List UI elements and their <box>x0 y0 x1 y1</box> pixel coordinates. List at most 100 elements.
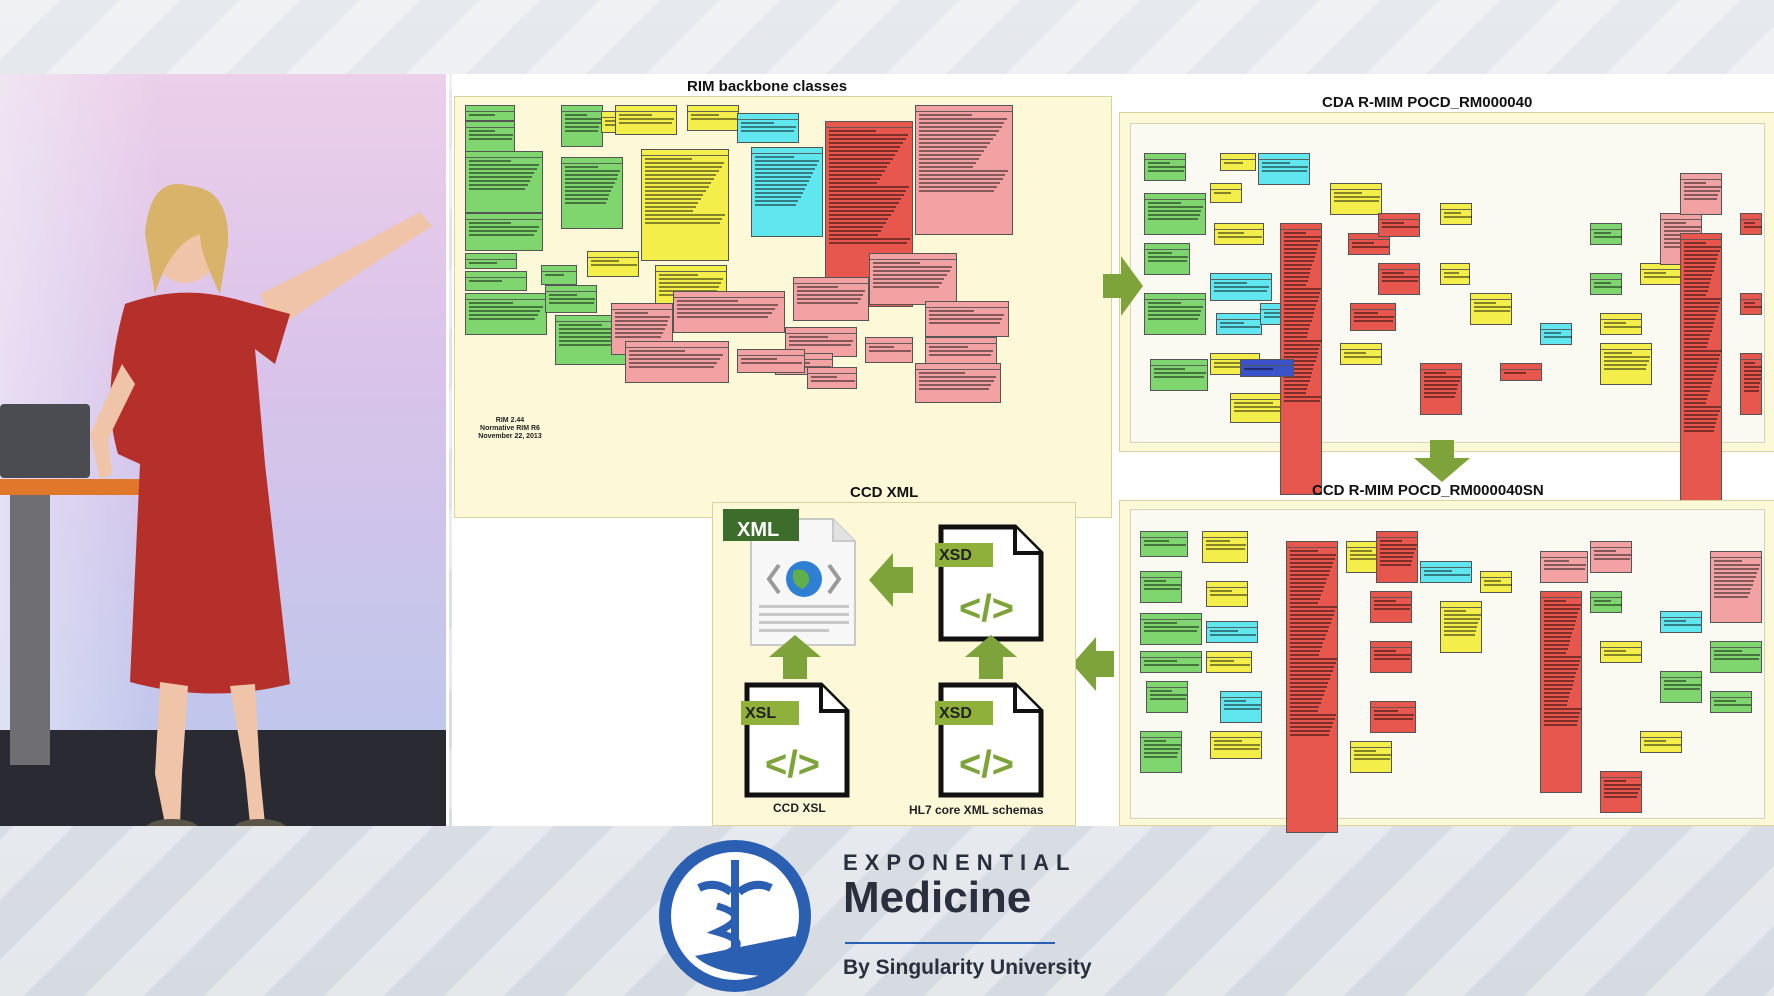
xsd-badge: XSD <box>939 547 972 564</box>
uml-class-box <box>1710 551 1762 623</box>
uml-class-box <box>1140 531 1188 557</box>
ccd-title: CCD R-MIM POCD_RM000040SN <box>1312 482 1544 499</box>
uml-class-box <box>1348 233 1390 255</box>
hl7-label: HL7 core XML schemas <box>909 803 1044 817</box>
uml-class-box <box>615 105 677 135</box>
green-arrow-icon <box>1414 440 1470 482</box>
uml-class-box <box>807 367 857 389</box>
caduceus-logo-icon <box>659 840 811 992</box>
uml-class-box <box>869 253 957 305</box>
speaker-video <box>0 74 449 826</box>
brand-sub: By Singularity University <box>843 956 1092 979</box>
uml-class-box <box>793 277 869 321</box>
uml-class-box <box>915 105 1013 235</box>
uml-class-box <box>1600 641 1642 663</box>
uml-class-box <box>1286 541 1338 833</box>
uml-class-box <box>1376 531 1418 583</box>
uml-class-box <box>1660 611 1702 633</box>
code-brackets-icon: </> <box>959 744 1014 786</box>
uml-class-box <box>1144 193 1206 235</box>
uml-class-box <box>561 157 623 229</box>
uml-class-box <box>1440 203 1472 225</box>
uml-class-box <box>1540 591 1582 793</box>
uml-class-box <box>1206 581 1248 607</box>
uml-class-box <box>1210 183 1242 203</box>
code-brackets-icon: </> <box>765 744 820 786</box>
uml-class-box <box>1600 313 1642 335</box>
rim-version: RIM 2.44 <box>495 417 525 424</box>
uml-class-box <box>1590 591 1622 613</box>
uml-class-box <box>465 105 515 121</box>
ccd-diagram <box>1119 500 1774 833</box>
xsl-badge: XSL <box>745 705 777 722</box>
podium-stand <box>10 495 50 765</box>
uml-class-box <box>1140 651 1202 673</box>
uml-class-box <box>465 293 547 335</box>
uml-class-box <box>1600 771 1642 813</box>
uml-class-box <box>611 303 673 355</box>
cda-title: CDA R-MIM POCD_RM000040 <box>1322 94 1533 111</box>
uml-class-box <box>1144 153 1186 181</box>
uml-class-box <box>545 285 597 313</box>
uml-class-box <box>1330 183 1382 215</box>
ccdxml-title: CCD XML <box>850 484 919 501</box>
uml-class-box <box>1258 153 1310 185</box>
green-arrow-icon <box>769 635 821 679</box>
uml-class-box <box>1740 213 1763 235</box>
uml-class-box <box>1660 671 1702 703</box>
uml-class-box <box>1378 213 1420 237</box>
uml-class-box <box>1740 353 1763 415</box>
uml-class-box <box>737 113 799 143</box>
uml-class-box <box>541 265 577 285</box>
uml-class-box <box>1146 681 1188 713</box>
uml-class-box <box>1206 621 1258 643</box>
green-arrow-icon <box>1103 256 1143 316</box>
xsd-file-icon: </> <box>935 524 1044 642</box>
xsd-badge-2: XSD <box>939 705 972 722</box>
rim-diagram: RIM 2.44 Normative RIM R6 November 22, 2… <box>454 96 1112 518</box>
uml-class-box <box>1350 303 1396 331</box>
uml-class-box <box>1370 641 1412 673</box>
uml-class-box <box>1220 153 1256 171</box>
uml-class-box <box>1640 263 1682 285</box>
svg-text:</>: </> <box>765 744 820 786</box>
speaker-figure <box>90 184 432 826</box>
uml-class-box <box>1440 601 1482 653</box>
uml-class-box <box>1640 731 1682 753</box>
uml-class-box <box>1140 613 1202 645</box>
uml-class-box <box>1210 731 1262 759</box>
uml-class-box <box>1590 273 1622 295</box>
uml-class-box <box>1220 691 1262 723</box>
uml-class-box <box>1590 541 1632 573</box>
laptop <box>0 404 90 478</box>
uml-class-box <box>1710 691 1752 713</box>
uml-class-box <box>1480 571 1512 593</box>
rim-caption: RIM 2.44 Normative RIM R6 November 22, 2… <box>465 417 555 441</box>
uml-class-box <box>1600 343 1652 385</box>
uml-class-box <box>687 105 739 131</box>
uml-class-box <box>865 337 913 363</box>
brand-top: EXPONENTIAL <box>843 850 1077 875</box>
uml-class-box <box>465 213 543 251</box>
uml-class-box <box>1370 591 1412 623</box>
rim-date: November 22, 2013 <box>478 433 542 440</box>
uml-class-box <box>925 301 1009 337</box>
rim-normative: Normative RIM R6 <box>480 425 540 432</box>
slide: RIM backbone classes RIM 2.44 Normative … <box>452 74 1774 833</box>
code-brackets-icon: </> <box>959 588 1014 630</box>
uml-class-box <box>465 271 527 291</box>
xsl-file-icon: </> <box>741 682 850 798</box>
svg-text:</>: </> <box>959 588 1014 630</box>
uml-class-box <box>1420 561 1472 583</box>
uml-class-box <box>1470 293 1512 325</box>
uml-class-box <box>1140 731 1182 773</box>
green-arrow-icon <box>869 553 913 607</box>
stage-floor <box>0 730 446 826</box>
uml-class-box <box>673 291 785 333</box>
uml-class-box <box>751 147 823 237</box>
uml-class-box <box>1500 363 1542 381</box>
svg-text:</>: </> <box>959 744 1014 786</box>
uml-class-box <box>737 349 805 373</box>
green-arrow-icon <box>965 635 1017 679</box>
xml-badge: XML <box>737 519 780 541</box>
